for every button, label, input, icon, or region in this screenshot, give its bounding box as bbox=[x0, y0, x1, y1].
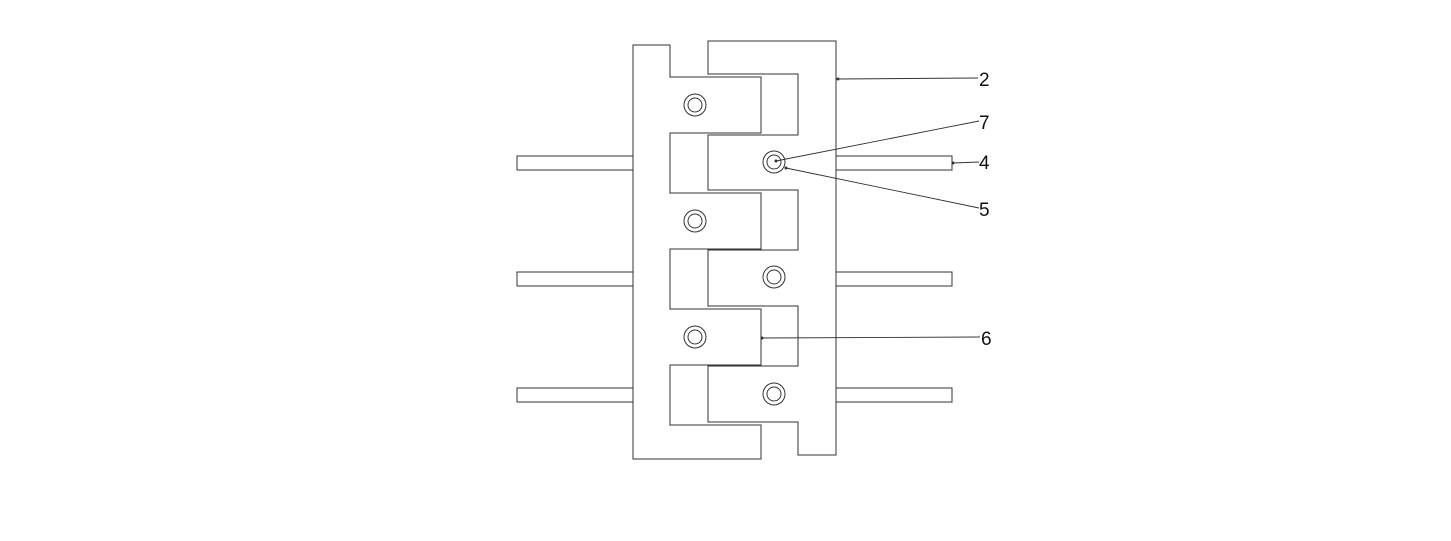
callout-4: 4 bbox=[979, 153, 990, 174]
pin-hole bbox=[762, 382, 786, 406]
pin-hole bbox=[762, 150, 786, 174]
right-hinge-leaf bbox=[707, 40, 837, 456]
callout-2: 2 bbox=[979, 70, 990, 91]
left-rod-middle bbox=[516, 271, 634, 287]
left-rod-top bbox=[516, 155, 634, 171]
leader-line-7 bbox=[775, 120, 980, 162]
pin-hole bbox=[683, 93, 707, 117]
pin-hole bbox=[683, 209, 707, 233]
callout-5: 5 bbox=[979, 200, 990, 221]
left-rod-bottom bbox=[516, 387, 634, 403]
right-rod-top bbox=[835, 155, 953, 171]
leader-line-2 bbox=[837, 77, 979, 80]
leader-line-6 bbox=[761, 336, 981, 339]
leader-line-4 bbox=[952, 161, 980, 164]
right-rod-bottom bbox=[835, 387, 953, 403]
right-rod-middle bbox=[835, 271, 953, 287]
pin-hole bbox=[762, 265, 786, 289]
callout-7: 7 bbox=[979, 113, 990, 134]
pin-hole bbox=[683, 325, 707, 349]
left-hinge-leaf bbox=[632, 44, 762, 460]
callout-6: 6 bbox=[981, 329, 992, 350]
leader-line-5 bbox=[785, 167, 980, 209]
